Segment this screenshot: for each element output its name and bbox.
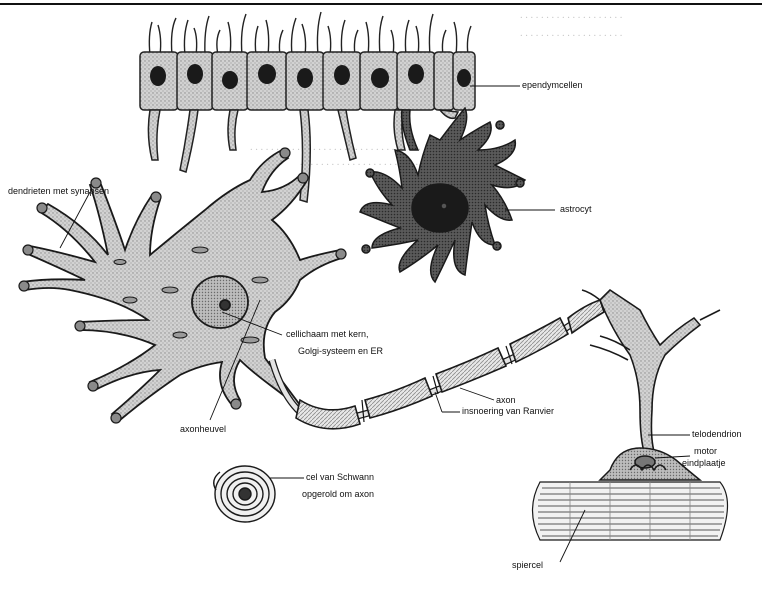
label-ependymal-cells: ependymcellen (522, 80, 583, 91)
label-motor-end-plate-line1: motor (694, 446, 717, 457)
axon (272, 300, 604, 429)
label-axon-hillock: axonheuvel (180, 424, 226, 435)
label-schwann-cell-line1: cel van Schwann (306, 472, 374, 483)
label-cell-body-line1: cellichaam met kern, (286, 329, 369, 340)
label-dendrites: dendrieten met synapsen (8, 186, 109, 197)
label-schwann-cell-line2: opgerold om axon (302, 489, 374, 500)
muscle-cell (533, 482, 728, 540)
schwann-cell-cross-section (214, 466, 275, 522)
label-axon: axon (496, 395, 516, 406)
label-muscle-cell: spiercel (512, 560, 543, 571)
label-motor-end-plate-line2: eindplaatje (682, 458, 726, 469)
label-astrocyte: astrocyt (560, 204, 592, 215)
label-cell-body-line2: Golgi-systeem en ER (298, 346, 383, 357)
label-telodendrion: telodendrion (692, 429, 742, 440)
astrocyte (360, 108, 525, 282)
label-node-of-ranvier: insnoering van Ranvier (462, 406, 554, 417)
